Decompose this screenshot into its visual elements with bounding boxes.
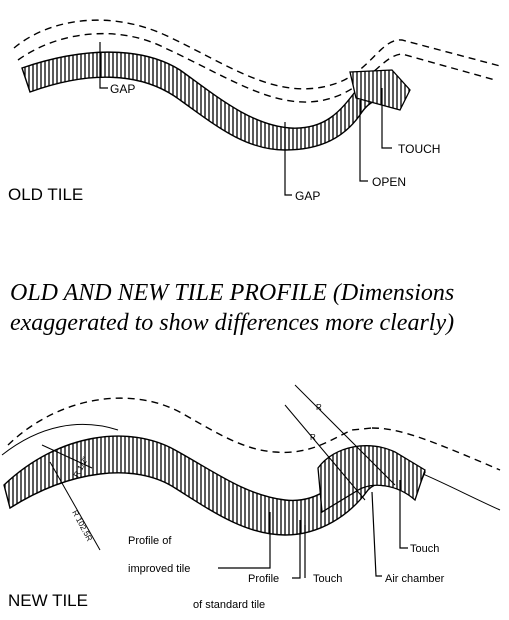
label-profile-standard-line2: of standard tile	[193, 599, 265, 611]
label-touch-right: Touch	[410, 543, 439, 555]
old-tile-dashed-profile	[13, 19, 501, 103]
old-gap-label-bottom: GAP	[295, 189, 320, 203]
old-tile-section: GAP GAP TOUCH OPEN OLD TILE	[8, 19, 501, 204]
old-tile-body	[21, 51, 409, 151]
new-tile-dashed-profile	[7, 397, 501, 471]
new-tile-leaders	[218, 480, 408, 579]
label-air-chamber: Air chamber	[385, 573, 445, 585]
new-tile-title: NEW TILE	[8, 591, 88, 610]
old-gap-label-left: GAP	[110, 82, 135, 96]
old-touch-label: TOUCH	[398, 142, 440, 156]
old-open-label: OPEN	[372, 175, 406, 189]
dim-label-r1: R	[316, 403, 322, 412]
new-tile-overlap	[317, 445, 426, 514]
caption: OLD AND NEW TILE PROFILE (Dimensions exa…	[10, 280, 454, 336]
old-tile-title: OLD TILE	[8, 185, 83, 204]
caption-line-1: OLD AND NEW TILE PROFILE (Dimensions	[10, 280, 454, 306]
label-profile-improved-line1: Profile of	[128, 535, 172, 547]
caption-line-2: exaggerated to show differences more cle…	[10, 310, 454, 336]
new-tile-dimension-lines	[41, 384, 396, 551]
label-profile-improved-line2: improved tile	[128, 563, 190, 575]
old-tile-overlap	[349, 69, 411, 111]
dim-label-2: R 102.5R	[70, 509, 94, 543]
dim-label-r2: R	[310, 433, 316, 442]
old-tile-leaders	[99, 42, 392, 196]
label-profile-standard-line1: Profile	[248, 573, 279, 585]
label-touch-center: Touch	[313, 573, 342, 585]
new-tile-section: R 1/2" R 102.5R R R Profile of improved …	[1, 384, 501, 611]
